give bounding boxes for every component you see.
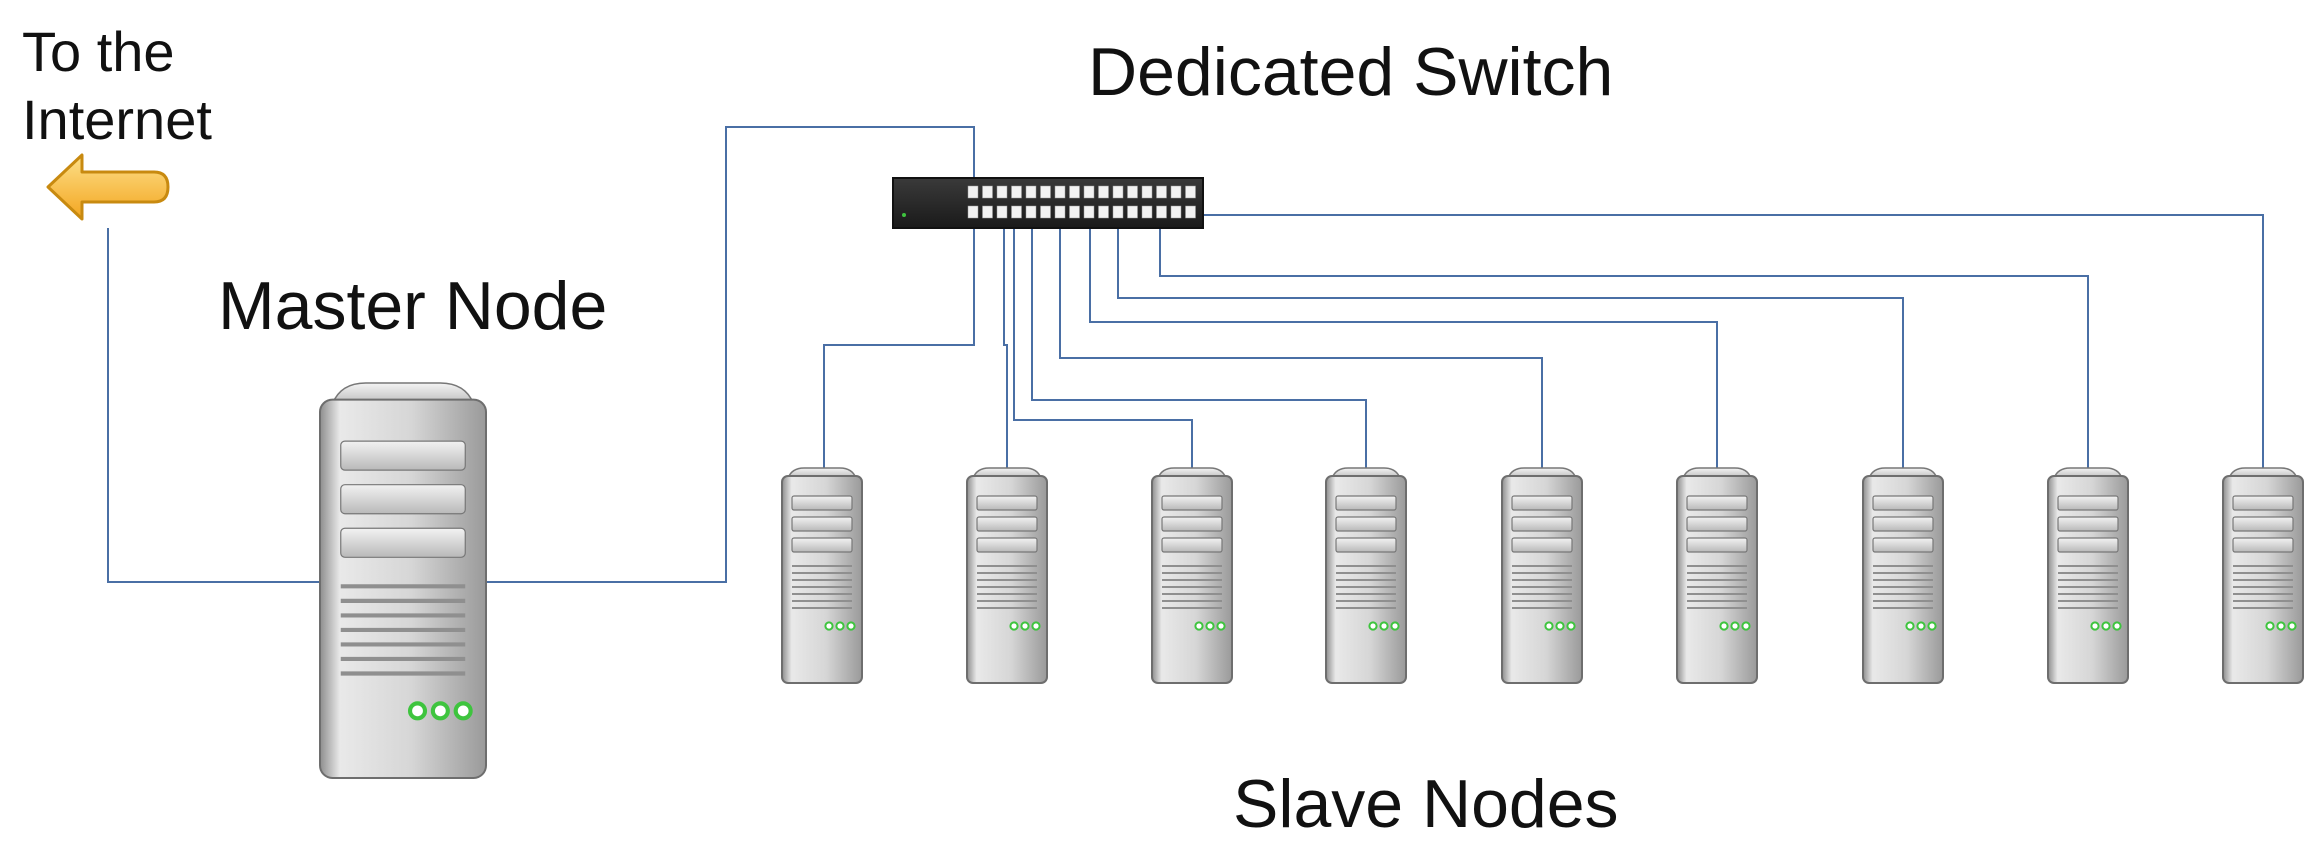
slave-server-icon-8 xyxy=(2047,467,2129,684)
slave-server-icon-2 xyxy=(966,467,1048,684)
slave-server-icon-1 xyxy=(781,467,863,684)
slave-server-icon-7 xyxy=(1862,467,1944,684)
master-node-label: Master Node xyxy=(218,268,608,344)
network-switch-icon xyxy=(892,177,1204,229)
slave-server-icon-6 xyxy=(1676,467,1758,684)
left-arrow-icon xyxy=(46,153,170,221)
slave-server-icon-9 xyxy=(2222,467,2304,684)
slave-server-icon-5 xyxy=(1501,467,1583,684)
network-cables xyxy=(107,126,2264,583)
internet-label: To the Internet xyxy=(22,20,212,152)
master-server-icon xyxy=(319,382,487,779)
switch-label: Dedicated Switch xyxy=(1088,34,1614,110)
slave-nodes-label: Slave Nodes xyxy=(1233,766,1619,842)
slave-server-icon-4 xyxy=(1325,467,1407,684)
slave-server-icon-3 xyxy=(1151,467,1233,684)
